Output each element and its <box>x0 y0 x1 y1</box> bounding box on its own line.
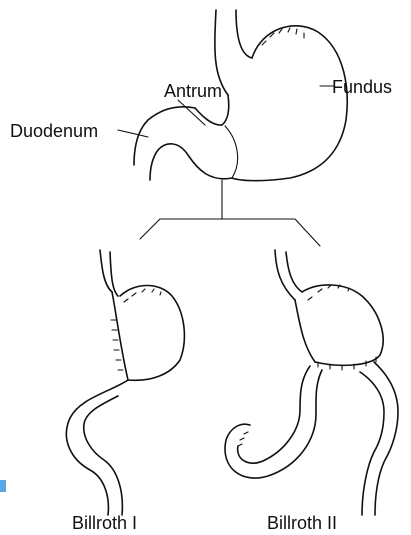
normal-stomach <box>118 10 347 181</box>
billroth-1-label: Billroth I <box>72 514 137 532</box>
antrum-label: Antrum <box>164 82 222 100</box>
fundus-label: Fundus <box>332 78 392 96</box>
duodenum-label: Duodenum <box>10 122 98 140</box>
billroth-2-label: Billroth II <box>267 514 337 532</box>
billroth-2-stomach <box>225 250 398 515</box>
connector <box>140 180 320 246</box>
billroth-1-stomach <box>66 250 184 515</box>
